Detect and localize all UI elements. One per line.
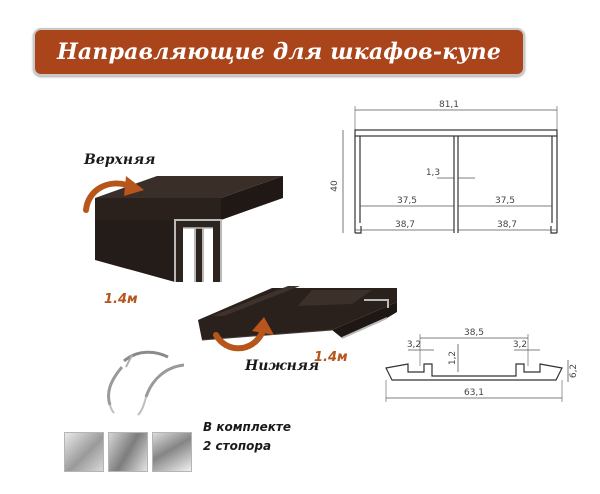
dim-inner-left: 37,5 [397, 196, 417, 206]
lower-rail-illustration [198, 286, 397, 341]
dim-outer-left: 38,7 [395, 220, 415, 230]
kit-note-line1: В комплекте [203, 420, 291, 434]
upper-profile-drawing: 81,1 40 1,3 37,5 37,5 38,7 38,7 [330, 100, 558, 234]
dim-lower-overall: 63,1 [464, 388, 484, 398]
stopper-photo-1 [64, 432, 104, 472]
dim-side-height: 6,2 [569, 364, 578, 378]
lower-arrow-icon [213, 317, 274, 352]
kit-note-line2: 2 стопора [203, 439, 272, 453]
dim-groove-right: 3,2 [513, 340, 527, 350]
dim-height: 40 [330, 180, 340, 192]
stopper-photo-3 [152, 432, 192, 472]
dim-inner-right: 37,5 [495, 196, 515, 206]
upper-rail-length: 1.4м [104, 292, 138, 307]
dim-outer-right: 38,7 [497, 220, 517, 230]
dim-rib-height: 1,2 [448, 351, 458, 365]
kit-note: В комплекте 2 стопора [203, 418, 291, 456]
lower-profile-drawing: 38,5 3,2 3,2 1,2 6,2 63,1 [385, 328, 578, 402]
lower-rail-length: 1.4м [314, 350, 348, 365]
dim-overall-width: 81,1 [439, 100, 459, 110]
stopper-photo-2 [108, 432, 148, 472]
upper-arrow-icon [83, 176, 144, 213]
title-banner: Направляющие для шкафов-купе [33, 28, 525, 76]
dim-rib: 1,3 [426, 168, 440, 178]
dim-lower-inner: 38,5 [464, 328, 484, 338]
upper-rail-label: Верхняя [84, 152, 156, 168]
upper-rail-illustration [95, 176, 283, 282]
stopper-illustration [107, 350, 185, 416]
page-title: Направляющие для шкафов-купе [56, 39, 502, 65]
dim-groove-left: 3,2 [407, 340, 421, 350]
lower-rail-label: Нижняя [245, 358, 320, 374]
